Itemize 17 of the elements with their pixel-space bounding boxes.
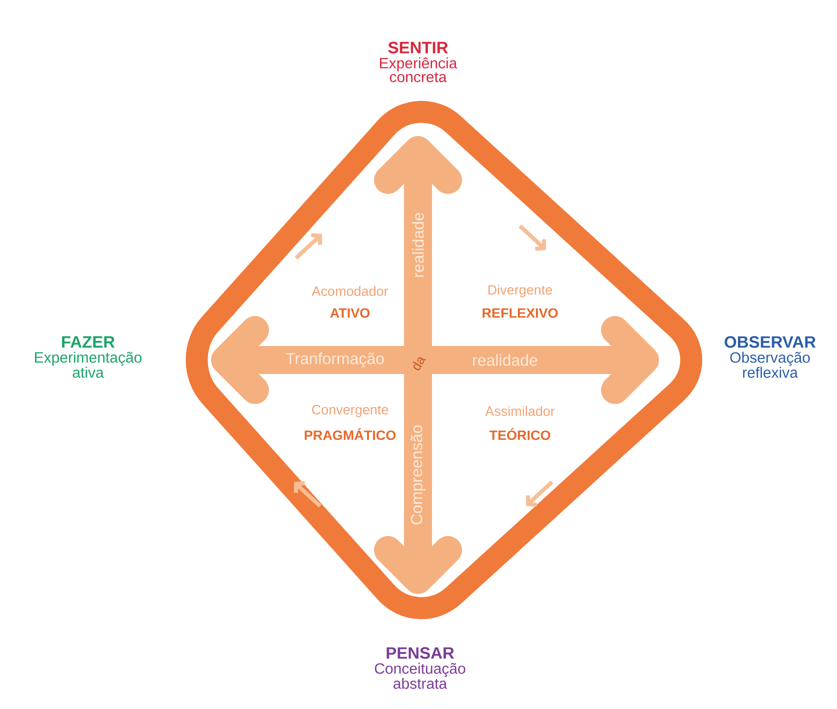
axis-label: da — [412, 357, 426, 370]
style-name: Divergente — [488, 284, 552, 298]
style-name: Convergente — [312, 404, 388, 418]
style-label: TEÓRICO — [489, 428, 550, 440]
pole-label: SENTIR Experiência concreta — [380, 42, 458, 82]
pole-label: OBSERVAR Observação reflexiva — [724, 336, 816, 378]
style-label: REFLEXIVO — [482, 308, 558, 318]
axis-label: realidade — [473, 354, 538, 366]
pole-label: FAZER Experimentação ativa — [35, 336, 142, 378]
style-name: Acomodador — [312, 286, 388, 296]
style-label: PRAGMÁTICO — [304, 428, 396, 440]
style-name: Assimilador — [485, 406, 555, 416]
axis-label: Compreensão — [410, 425, 426, 524]
axis-label: realidade — [412, 212, 424, 277]
axis-label: Tranformação — [286, 352, 384, 368]
style-label: ATIVO — [330, 308, 370, 318]
pole-label: PENSAR Conceituação abstrata — [374, 647, 466, 689]
